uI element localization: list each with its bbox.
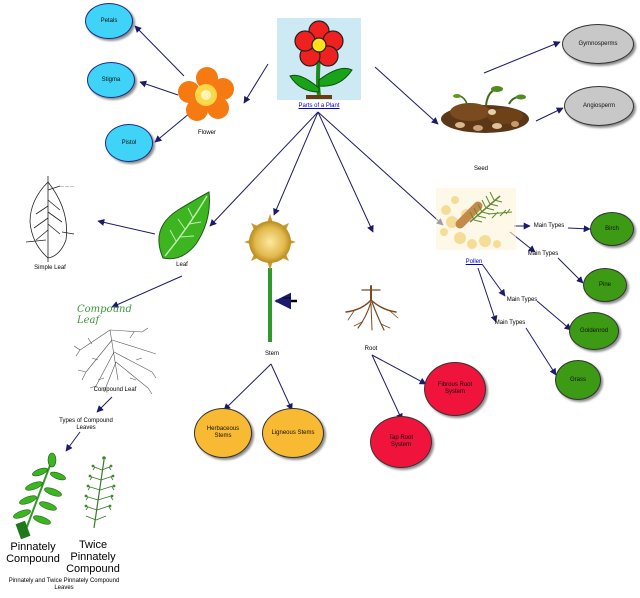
- twice-pinnately-label: Twice Pinnately Compound: [66, 539, 120, 575]
- edge-root-stem: [273, 111, 319, 216]
- types-compound-label: Types of Compound Leaves: [59, 418, 113, 431]
- node-tap-root[interactable]: Tap Root System: [370, 416, 432, 468]
- node-angiosperm[interactable]: Angiosperm: [564, 86, 634, 126]
- stem-tag-label: stem: [282, 295, 292, 300]
- edge-flower-stigma: [139, 80, 179, 96]
- pollen-label[interactable]: Pollen: [465, 259, 483, 265]
- edge-root-root: [317, 111, 374, 233]
- edge-seed-angio: [535, 107, 564, 122]
- edge-leaf-compound: [111, 275, 183, 308]
- root-flower-image[interactable]: [277, 18, 361, 100]
- node-herbaceous[interactable]: Herbaceous Stems: [194, 408, 252, 458]
- simple-leaf-label: Simple Leaf: [34, 265, 66, 271]
- edge-pollen-gold-a: [481, 263, 506, 297]
- edge-pollen-grass-a: [477, 267, 498, 323]
- main-types-pine: Main Types: [527, 251, 559, 257]
- leaf-label: Leaf: [176, 262, 188, 268]
- main-types-goldenrod: Main Types: [506, 297, 538, 303]
- node-fibrous-root[interactable]: Fibrous Root System: [424, 362, 486, 416]
- edge-leaf-simple: [97, 218, 156, 235]
- edge-pollen-grass-b: [525, 327, 557, 376]
- compound-leaf-image: [73, 327, 157, 395]
- stem-label: Stem: [264, 351, 279, 357]
- node-stigma[interactable]: Stigma: [87, 62, 135, 98]
- simple-leaf-annotation: — — —: [60, 183, 75, 188]
- pinnately-leaves-image: [13, 452, 116, 540]
- node-ligneous[interactable]: Ligneous Stems: [262, 408, 324, 458]
- edge-root-leaf: [209, 111, 319, 227]
- main-types-birch: Main Types: [533, 223, 565, 229]
- edge-stem-lig: [270, 363, 293, 411]
- pinnately-caption: Pinnately and Twice Pinnately Compound L…: [8, 578, 120, 591]
- edge-pollen-gold-b: [536, 300, 572, 331]
- root-label[interactable]: Parts of a Plant: [298, 103, 340, 109]
- flower-image[interactable]: [178, 67, 234, 121]
- stem-image[interactable]: [244, 214, 297, 342]
- main-types-grass: Main Types: [494, 320, 526, 326]
- edges: [65, 25, 591, 452]
- node-gymnosperms[interactable]: Gymnosperms: [562, 24, 634, 64]
- edge-compound-types-a: [96, 396, 113, 413]
- edge-compound-types-b: [65, 431, 81, 452]
- edge-root-flower: [243, 63, 269, 104]
- edge-root-pollen: [317, 111, 444, 226]
- edge-root-tap: [371, 354, 403, 421]
- node-pistol[interactable]: Pistol: [105, 124, 153, 162]
- edge-seed-gymno: [483, 41, 561, 74]
- root-image[interactable]: [345, 285, 399, 331]
- edge-pollen-birch-b: [567, 225, 591, 233]
- compound-leaf-title: Compound Leaf: [77, 304, 132, 326]
- node-petals[interactable]: Petals: [85, 3, 133, 39]
- flower-label: Flower: [197, 130, 216, 136]
- root-part-label: Root: [364, 346, 378, 352]
- edge-flower-petals: [134, 25, 185, 77]
- edge-root-seed: [374, 66, 439, 125]
- pollen-image[interactable]: [436, 188, 516, 250]
- node-birch[interactable]: Birch: [590, 212, 634, 246]
- node-goldenrod[interactable]: Goldenrod: [569, 312, 619, 350]
- seed-image[interactable]: [441, 86, 529, 133]
- node-pine[interactable]: Pine: [583, 268, 627, 302]
- edge-pollen-pine-b: [557, 257, 584, 284]
- node-grass[interactable]: Grass: [555, 360, 601, 400]
- compound-leaf-label: Compound Leaf: [93, 387, 137, 393]
- pinnately-compound-label: Pinnately Compound: [6, 541, 60, 565]
- edge-stem-herb: [223, 363, 272, 411]
- simple-leaf-image: [25, 176, 75, 262]
- edge-root-fibrous: [371, 354, 427, 385]
- seed-label: Seed: [473, 166, 488, 172]
- leaf-image[interactable]: [158, 191, 210, 260]
